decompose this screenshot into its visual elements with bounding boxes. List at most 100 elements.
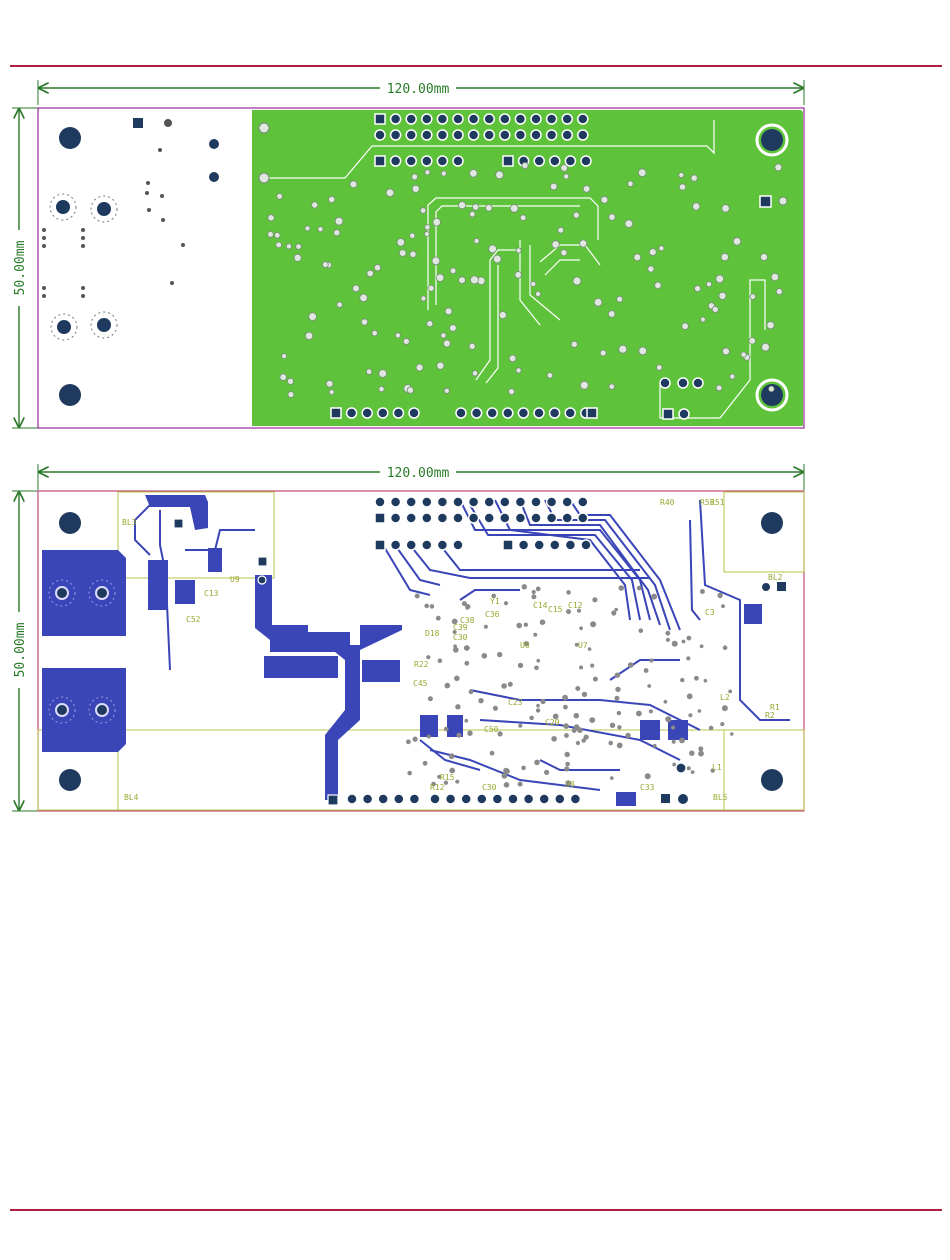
silk-label: R40 [660,498,675,507]
header-pin [422,540,432,550]
header-pin [581,540,591,550]
header-pin [550,156,560,166]
header-pin [524,794,534,804]
header-pin [581,156,591,166]
header-pin [534,540,544,550]
silk-label: U9 [230,575,240,584]
header-pin [391,513,401,523]
header-pin [484,114,494,124]
header-pin [362,408,372,418]
header-pin [406,497,416,507]
header-pin [394,794,404,804]
silk-label: C20 [545,718,560,727]
header-pin [375,497,385,507]
header-pin [562,130,572,140]
silk-label: R51 [710,498,725,507]
silk-label: C52 [186,615,201,624]
bottom-view: 120.00mm 50.00mm [11,464,804,811]
header-pin [406,156,416,166]
header-pin [375,156,385,166]
header-pin [422,130,432,140]
header-pin [531,114,541,124]
header-pin [375,130,385,140]
header-pin [446,794,456,804]
header-pin [562,497,572,507]
silk-label: U6 [520,641,530,650]
header-pin [547,497,557,507]
header-pin [375,540,385,550]
header-pin [391,497,401,507]
header-pin [409,794,419,804]
header-pin [437,540,447,550]
silk-label: BL4 [124,793,139,802]
header-pin [430,794,440,804]
silk-label: C14 [533,601,548,610]
silk-label: BL3 [122,518,137,527]
header-pin [550,540,560,550]
header-pin [456,408,466,418]
header-pin [547,114,557,124]
header-pin [534,408,544,418]
header-pin [578,513,588,523]
header-pin [562,114,572,124]
header-pin [555,794,565,804]
silk-label: C23 [508,698,523,707]
header-pin [406,130,416,140]
header-pin [378,408,388,418]
header-pin [347,794,357,804]
header-pin [565,540,575,550]
header-pin [422,156,432,166]
bottom-width-label: 120.00mm [387,466,450,481]
header-pin [406,513,416,523]
silk-label: BL2 [768,573,783,582]
silk-label: C30 [482,783,497,792]
header-pin [363,794,373,804]
silk-label: C12 [568,601,583,610]
header-pin [437,497,447,507]
header-pin [453,513,463,523]
header-pin [519,540,529,550]
header-pin [578,497,588,507]
silk-label: R2 [765,711,775,720]
silk-label: R22 [414,660,429,669]
header-pin [437,114,447,124]
header-pin [547,130,557,140]
header-pin [484,497,494,507]
header-pin [531,497,541,507]
header-pin [331,408,341,418]
header-pin [515,130,525,140]
header-pin [570,794,580,804]
header-pin [453,497,463,507]
header-pin [550,408,560,418]
header-pin [469,114,479,124]
header-pin [500,114,510,124]
top-height-label: 50.00mm [13,240,28,295]
header-pin [565,156,575,166]
silk-label: R12 [430,783,445,792]
header-pin [375,513,385,523]
top-width-label: 120.00mm [387,82,450,97]
header-pin [562,513,572,523]
header-pin [484,130,494,140]
bottom-board-outline [38,491,804,811]
header-pin [484,513,494,523]
header-pin [461,794,471,804]
header-pin [500,130,510,140]
header-pin [515,114,525,124]
silk-label: U7 [578,641,588,650]
header-pin [534,156,544,166]
header-pin [578,130,588,140]
header-pin [472,408,482,418]
silk-label: C36 [485,610,500,619]
header-pin [547,513,557,523]
header-pin [503,540,513,550]
header-pin [422,114,432,124]
header-pin [518,408,528,418]
header-pin [500,513,510,523]
header-pin [437,513,447,523]
silk-label: D18 [425,629,440,638]
header-pin [453,130,463,140]
header-pin [565,408,575,418]
header-pin [578,114,588,124]
header-pin [391,130,401,140]
